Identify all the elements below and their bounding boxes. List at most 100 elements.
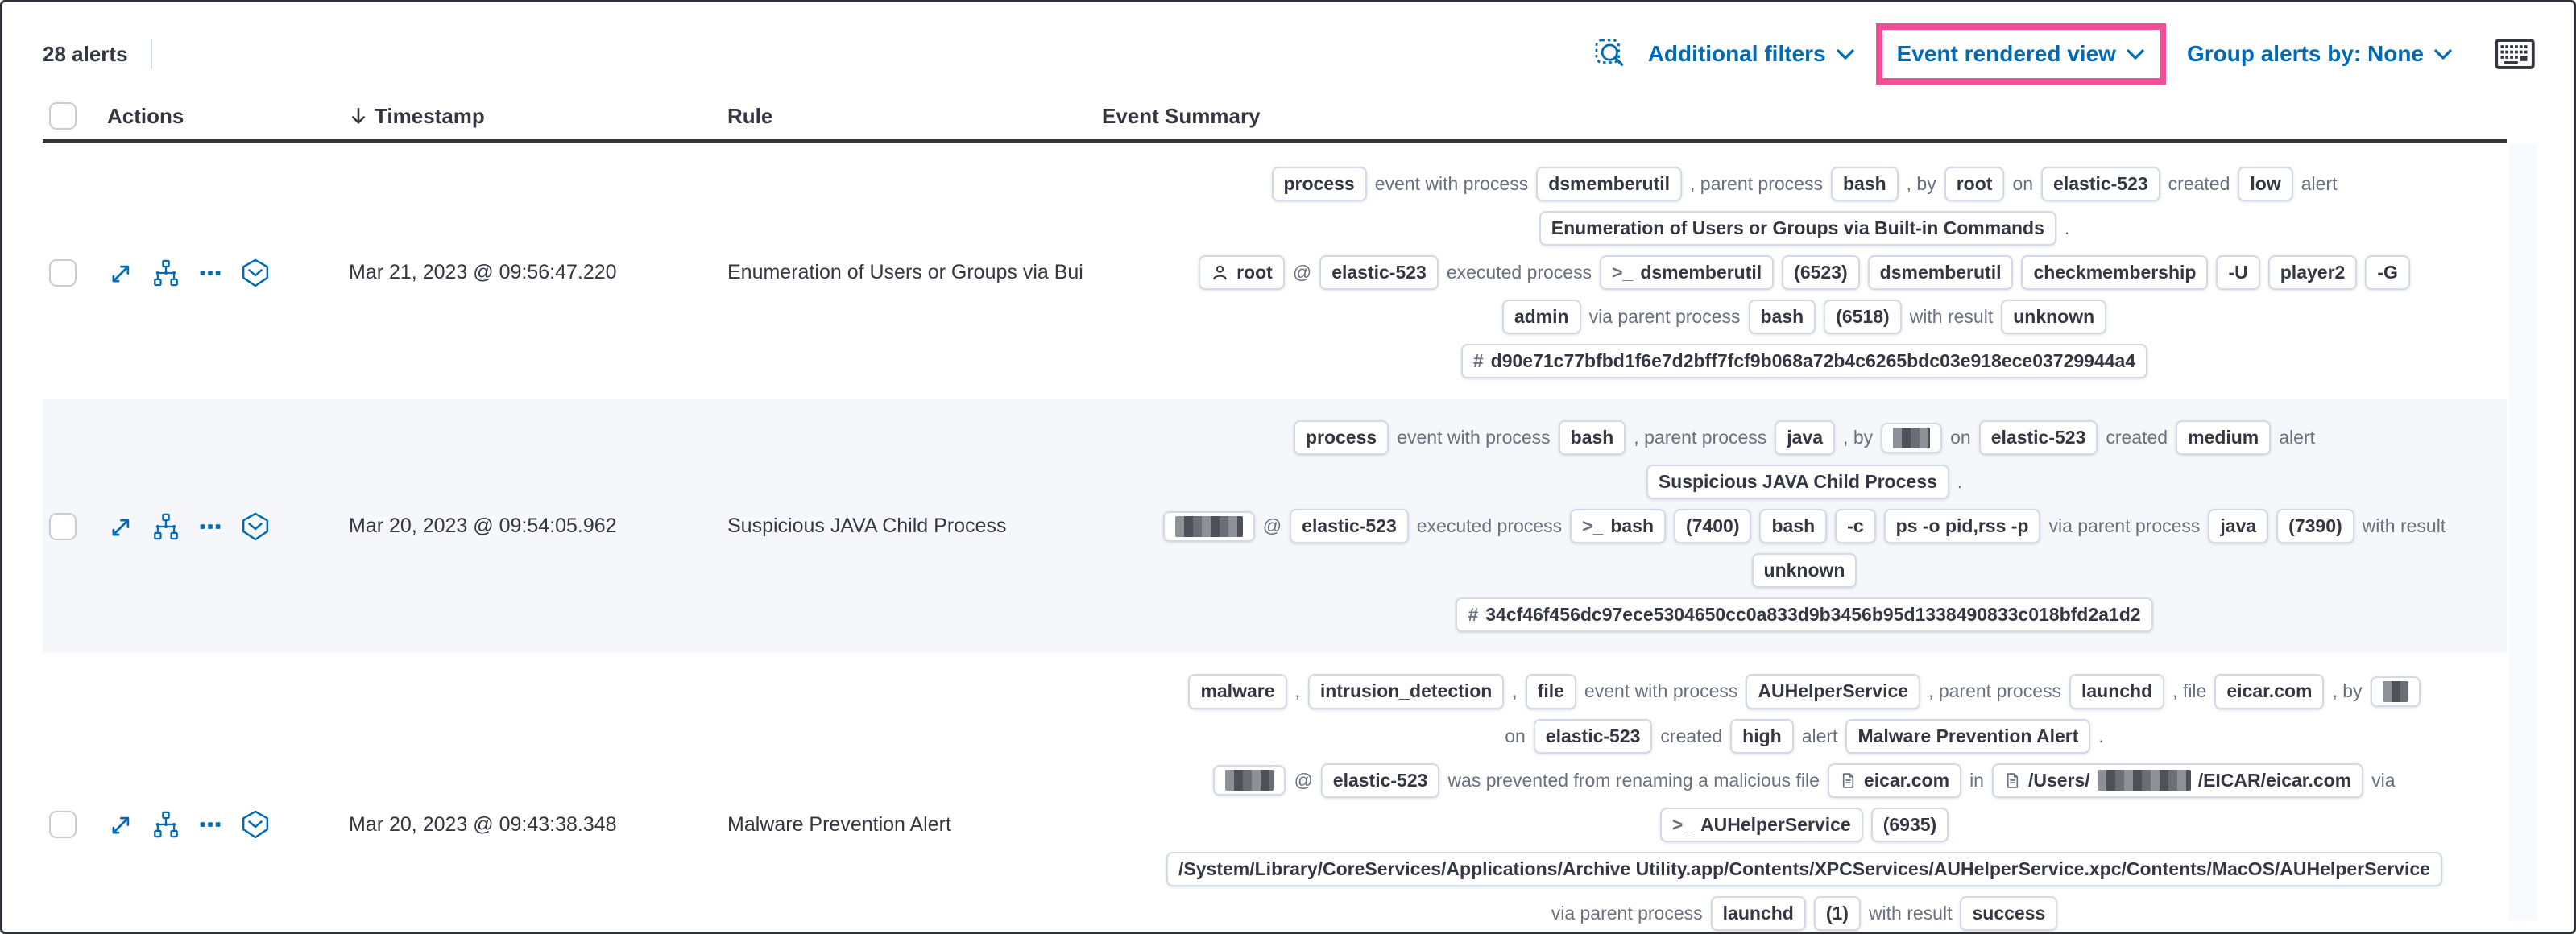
- value-badge[interactable]: unknown: [1751, 553, 1857, 589]
- value-badge[interactable]: success: [1960, 895, 2058, 931]
- value-badge[interactable]: java: [2208, 509, 2269, 544]
- terminal-badge[interactable]: >_bash: [1570, 509, 1666, 544]
- value-badge[interactable]: elastic-523: [1290, 509, 1409, 544]
- fullscreen-keyboard-button[interactable]: [2491, 35, 2538, 72]
- expand-alert-icon: [107, 512, 136, 541]
- value-badge[interactable]: (7400): [1674, 509, 1752, 544]
- table-header-row: Actions Timestamp Rule Event Summary: [43, 93, 2507, 143]
- badge-text: ps -o pid,rss -p: [1895, 515, 2029, 537]
- analyze-event-button[interactable]: [238, 808, 272, 841]
- toolbar-divider: [150, 39, 152, 69]
- file-badge[interactable]: /Users//EICAR/eicar.com: [1991, 762, 2364, 798]
- open-analyzer-icon: [151, 810, 180, 839]
- value-badge[interactable]: elastic-523: [1533, 718, 1653, 754]
- view-selector-button[interactable]: Event rendered view: [1891, 36, 2151, 72]
- open-analyzer-button[interactable]: [150, 257, 182, 289]
- summary-text: created: [1660, 725, 1723, 746]
- value-badge[interactable]: elastic-523: [2041, 167, 2160, 202]
- value-badge[interactable]: file: [1525, 674, 1576, 709]
- value-badge[interactable]: (7390): [2276, 509, 2354, 544]
- value-badge[interactable]: dsmemberutil: [1536, 167, 1683, 202]
- value-badge[interactable]: [1881, 422, 1943, 453]
- value-badge[interactable]: ps -o pid,rss -p: [1883, 509, 2041, 544]
- badge-text: (7390): [2288, 515, 2342, 537]
- value-badge[interactable]: AUHelperService: [1746, 674, 1921, 709]
- value-badge[interactable]: Suspicious JAVA Child Process: [1646, 465, 1949, 500]
- value-badge[interactable]: java: [1775, 420, 1836, 456]
- value-badge[interactable]: (1): [1813, 895, 1861, 931]
- value-badge[interactable]: process: [1271, 167, 1367, 202]
- value-badge[interactable]: (6518): [1824, 300, 1902, 335]
- expand-alert-button[interactable]: [106, 510, 138, 543]
- row-checkbox[interactable]: [49, 258, 77, 287]
- value-badge[interactable]: checkmembership: [2021, 255, 2209, 291]
- value-badge[interactable]: bash: [1748, 300, 1816, 335]
- value-badge[interactable]: (6935): [1870, 807, 1949, 842]
- select-all-checkbox[interactable]: [49, 102, 77, 130]
- badge-text: elastic-523: [1302, 515, 1397, 537]
- hash-badge[interactable]: #d90e71c77bfbd1f6e7d2bff7fcf9b068a72b4c6…: [1460, 344, 2148, 379]
- value-badge[interactable]: [1213, 765, 1286, 796]
- value-badge[interactable]: high: [1730, 718, 1794, 754]
- value-badge[interactable]: admin: [1501, 300, 1581, 335]
- open-analyzer-icon: [151, 512, 180, 541]
- value-badge[interactable]: process: [1293, 420, 1389, 456]
- expand-alert-button[interactable]: [106, 257, 138, 289]
- inspect-button[interactable]: [1590, 34, 1630, 74]
- row-checkbox[interactable]: [49, 512, 77, 540]
- summary-text: alert: [1801, 725, 1838, 746]
- user-badge[interactable]: root: [1199, 255, 1285, 291]
- value-badge[interactable]: bash: [1558, 420, 1626, 456]
- open-analyzer-button[interactable]: [150, 808, 182, 841]
- column-header-timestamp[interactable]: Timestamp: [349, 104, 727, 129]
- value-badge[interactable]: unknown: [2001, 300, 2107, 335]
- row-checkbox[interactable]: [49, 811, 77, 839]
- summary-text: executed process: [1416, 515, 1563, 537]
- value-badge[interactable]: malware: [1188, 674, 1287, 709]
- value-badge[interactable]: (6523): [1782, 255, 1860, 291]
- more-actions-button[interactable]: [194, 510, 226, 543]
- summary-line: unknown: [1751, 553, 1857, 589]
- badge-text: AUHelperService: [1758, 680, 1909, 702]
- hash-badge[interactable]: #34cf46f456dc97ece5304650cc0a833d9b3456b…: [1456, 597, 2153, 633]
- alert-count: 28 alerts: [43, 41, 128, 66]
- value-badge[interactable]: player2: [2267, 255, 2358, 291]
- value-badge[interactable]: elastic-523: [1978, 420, 2098, 456]
- badge-text: 34cf46f456dc97ece5304650cc0a833d9b3456b9…: [1485, 604, 2141, 626]
- file-badge[interactable]: eicar.com: [1827, 762, 1962, 798]
- value-badge[interactable]: elastic-523: [1320, 762, 1440, 798]
- value-badge[interactable]: [1162, 510, 1255, 542]
- value-badge[interactable]: -G: [2365, 255, 2410, 291]
- value-badge[interactable]: low: [2238, 167, 2293, 202]
- value-badge[interactable]: launchd: [1710, 895, 1806, 931]
- analyze-event-button[interactable]: [238, 510, 272, 543]
- terminal-badge[interactable]: >_dsmemberutil: [1600, 255, 1775, 291]
- value-badge[interactable]: dsmemberutil: [1867, 255, 2014, 291]
- value-badge[interactable]: -c: [1835, 509, 1876, 544]
- expand-alert-button[interactable]: [106, 808, 138, 841]
- value-badge[interactable]: launchd: [2069, 674, 2165, 709]
- value-badge[interactable]: bash: [1759, 509, 1828, 544]
- value-badge[interactable]: medium: [2176, 420, 2272, 456]
- value-badge[interactable]: bash: [1830, 167, 1899, 202]
- additional-filters-button[interactable]: Additional filters: [1642, 36, 1862, 72]
- highlight-annotation: Event rendered view: [1875, 23, 2166, 85]
- value-badge[interactable]: eicar.com: [2214, 674, 2325, 709]
- value-badge[interactable]: Enumeration of Users or Groups via Built…: [1539, 211, 2056, 246]
- value-badge[interactable]: Malware Prevention Alert: [1845, 718, 2091, 754]
- value-badge[interactable]: /System/Library/CoreServices/Application…: [1166, 851, 2442, 886]
- group-alerts-button[interactable]: Group alerts by: None: [2180, 36, 2459, 72]
- value-badge[interactable]: elastic-523: [1319, 255, 1439, 291]
- value-badge[interactable]: [2370, 676, 2421, 707]
- file-icon: [2004, 772, 2021, 789]
- value-badge[interactable]: -U: [2216, 255, 2260, 291]
- value-badge[interactable]: root: [1944, 167, 2005, 202]
- analyze-event-button[interactable]: [238, 256, 272, 290]
- terminal-badge[interactable]: >_AUHelperService: [1659, 807, 1863, 842]
- more-actions-button[interactable]: [194, 808, 226, 841]
- more-actions-button[interactable]: [194, 257, 226, 289]
- open-analyzer-button[interactable]: [150, 510, 182, 543]
- value-badge[interactable]: intrusion_detection: [1307, 674, 1505, 709]
- scrollbar-track[interactable]: [2509, 144, 2537, 920]
